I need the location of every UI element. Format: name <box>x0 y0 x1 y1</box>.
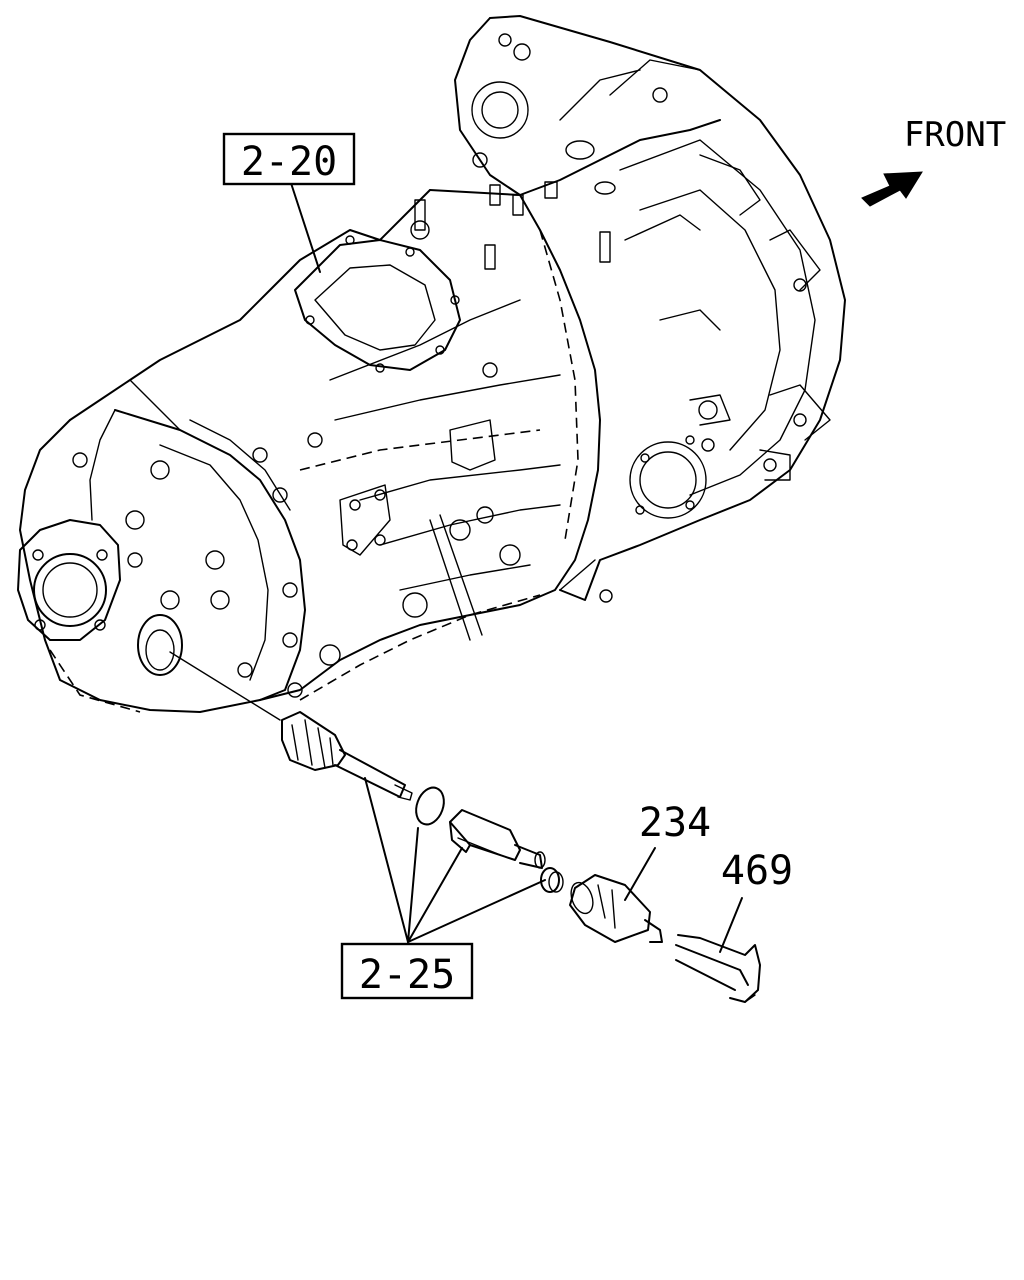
leader-469 <box>719 897 743 953</box>
callout-2-25[interactable]: 2-25 <box>340 942 474 1000</box>
callout-2-20[interactable]: 2-20 <box>222 132 356 186</box>
part-number-234[interactable]: 234 <box>639 800 711 846</box>
arrow-front-icon <box>861 171 923 207</box>
leader-2-20 <box>289 179 321 273</box>
callout-2-25-text: 2-25 <box>359 952 455 998</box>
front-indicator: FRONT <box>861 115 1006 207</box>
sleeve-bushing <box>449 809 546 869</box>
o-ring <box>415 786 445 826</box>
part-number-469[interactable]: 469 <box>721 848 793 894</box>
callout-2-20-text: 2-20 <box>241 139 337 185</box>
leader-2-25 <box>364 777 546 943</box>
speed-sensor-234 <box>569 874 663 943</box>
front-label: FRONT <box>904 115 1006 155</box>
leader-234 <box>624 847 656 901</box>
small-ring <box>540 867 564 893</box>
speedometer-driven-gear <box>281 711 413 801</box>
transmission-housing <box>17 15 846 713</box>
explode-axis <box>169 651 281 721</box>
retaining-clip-469 <box>675 934 761 1003</box>
